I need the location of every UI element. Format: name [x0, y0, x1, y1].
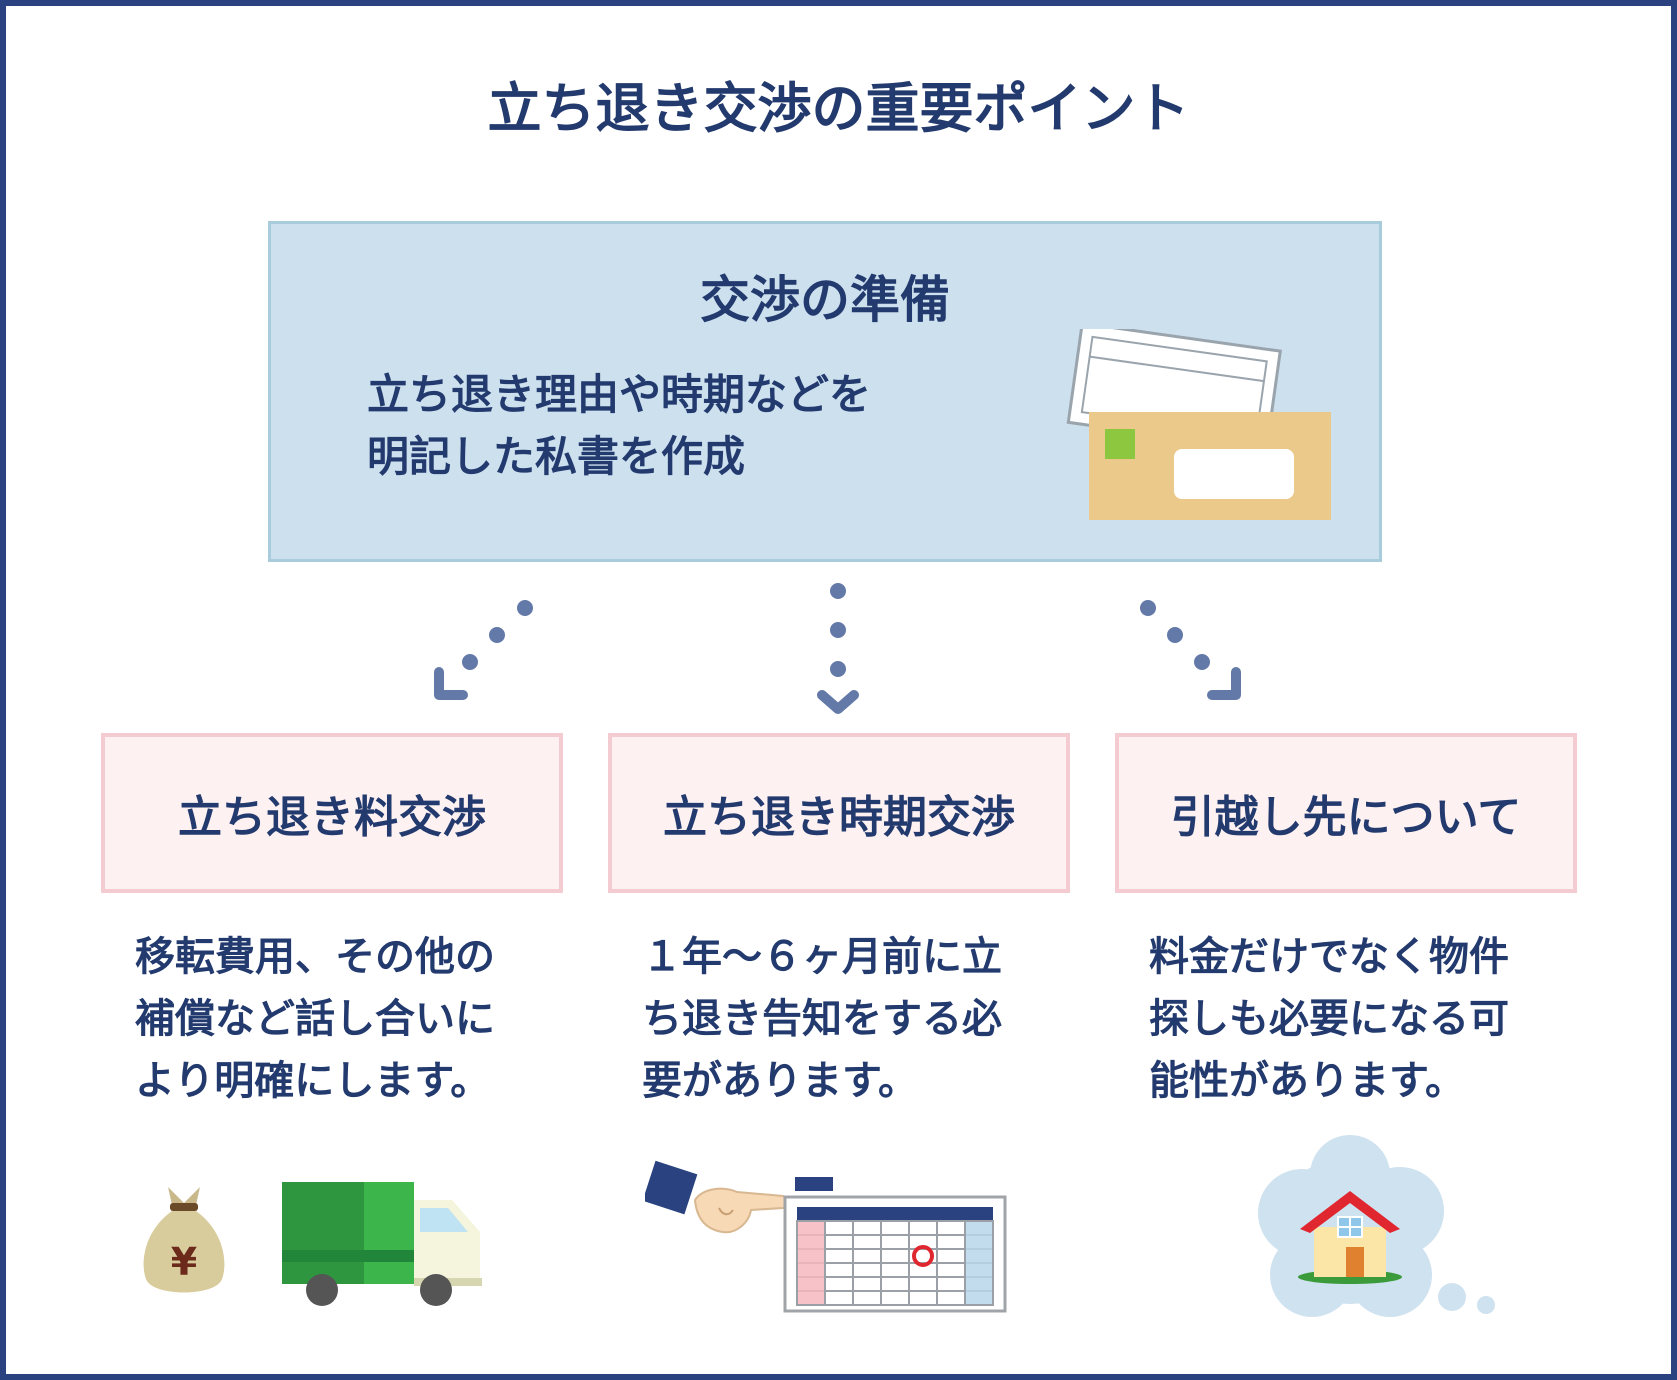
- topic-description-line: １年〜６ヶ月前に立: [642, 934, 1002, 980]
- house-thought-bubble-icon: [1258, 1135, 1495, 1317]
- topic-description: 移転費用、その他の 補償など話し合いに より明確にします。: [135, 926, 535, 1112]
- letter-envelope-icon: [1066, 329, 1331, 520]
- topic-description-line: 補償など話し合いに: [135, 996, 495, 1042]
- topic-description-line: 能性があります。: [1149, 1058, 1465, 1104]
- preparation-heading: 交渉の準備: [700, 271, 950, 329]
- preparation-box: 交渉の準備 立ち退き理由や時期などを 明記した私書を作成: [268, 221, 1382, 562]
- delivery-truck-icon: [282, 1182, 482, 1306]
- page-title: 立ち退き交渉の重要ポイント: [487, 77, 1190, 140]
- topic-box-new-home: 引越し先について: [1115, 733, 1577, 893]
- preparation-description-line: 明記した私書を作成: [367, 432, 746, 481]
- arrow-down-icon: [817, 583, 859, 714]
- calendar-icon: [783, 1177, 1007, 1313]
- topic-description-line: ち退き告知をする必: [642, 996, 1002, 1042]
- topic-box-timing: 立ち退き時期交渉: [608, 733, 1070, 893]
- topic-description-line: 探しも必要になる可: [1149, 996, 1509, 1042]
- topic-box-compensation: 立ち退き料交渉: [101, 733, 563, 893]
- topic-description-line: 料金だけでなく物件: [1149, 934, 1509, 980]
- topic-description-line: 移転費用、その他の: [135, 934, 495, 980]
- topic-description: １年〜６ヶ月前に立 ち退き告知をする必 要があります。: [642, 926, 1042, 1112]
- arrow-left-icon: [434, 600, 533, 700]
- yen-symbol: ¥: [171, 1240, 197, 1284]
- topic-heading: 立ち退き料交渉: [178, 792, 486, 843]
- preparation-description-line: 立ち退き理由や時期などを: [367, 370, 872, 419]
- arrow-right-icon: [1140, 600, 1241, 700]
- topic-description: 料金だけでなく物件 探しも必要になる可 能性があります。: [1149, 926, 1549, 1112]
- topic-description-line: より明確にします。: [135, 1058, 491, 1104]
- topic-heading: 立ち退き時期交渉: [663, 792, 1015, 843]
- preparation-description: 立ち退き理由や時期などを 明記した私書を作成: [367, 364, 871, 488]
- topic-description-line: 要があります。: [642, 1058, 918, 1104]
- money-bag-icon: ¥: [143, 1187, 225, 1293]
- pointing-hand-icon: [645, 1160, 789, 1234]
- topic-heading: 引越し先について: [1170, 792, 1522, 843]
